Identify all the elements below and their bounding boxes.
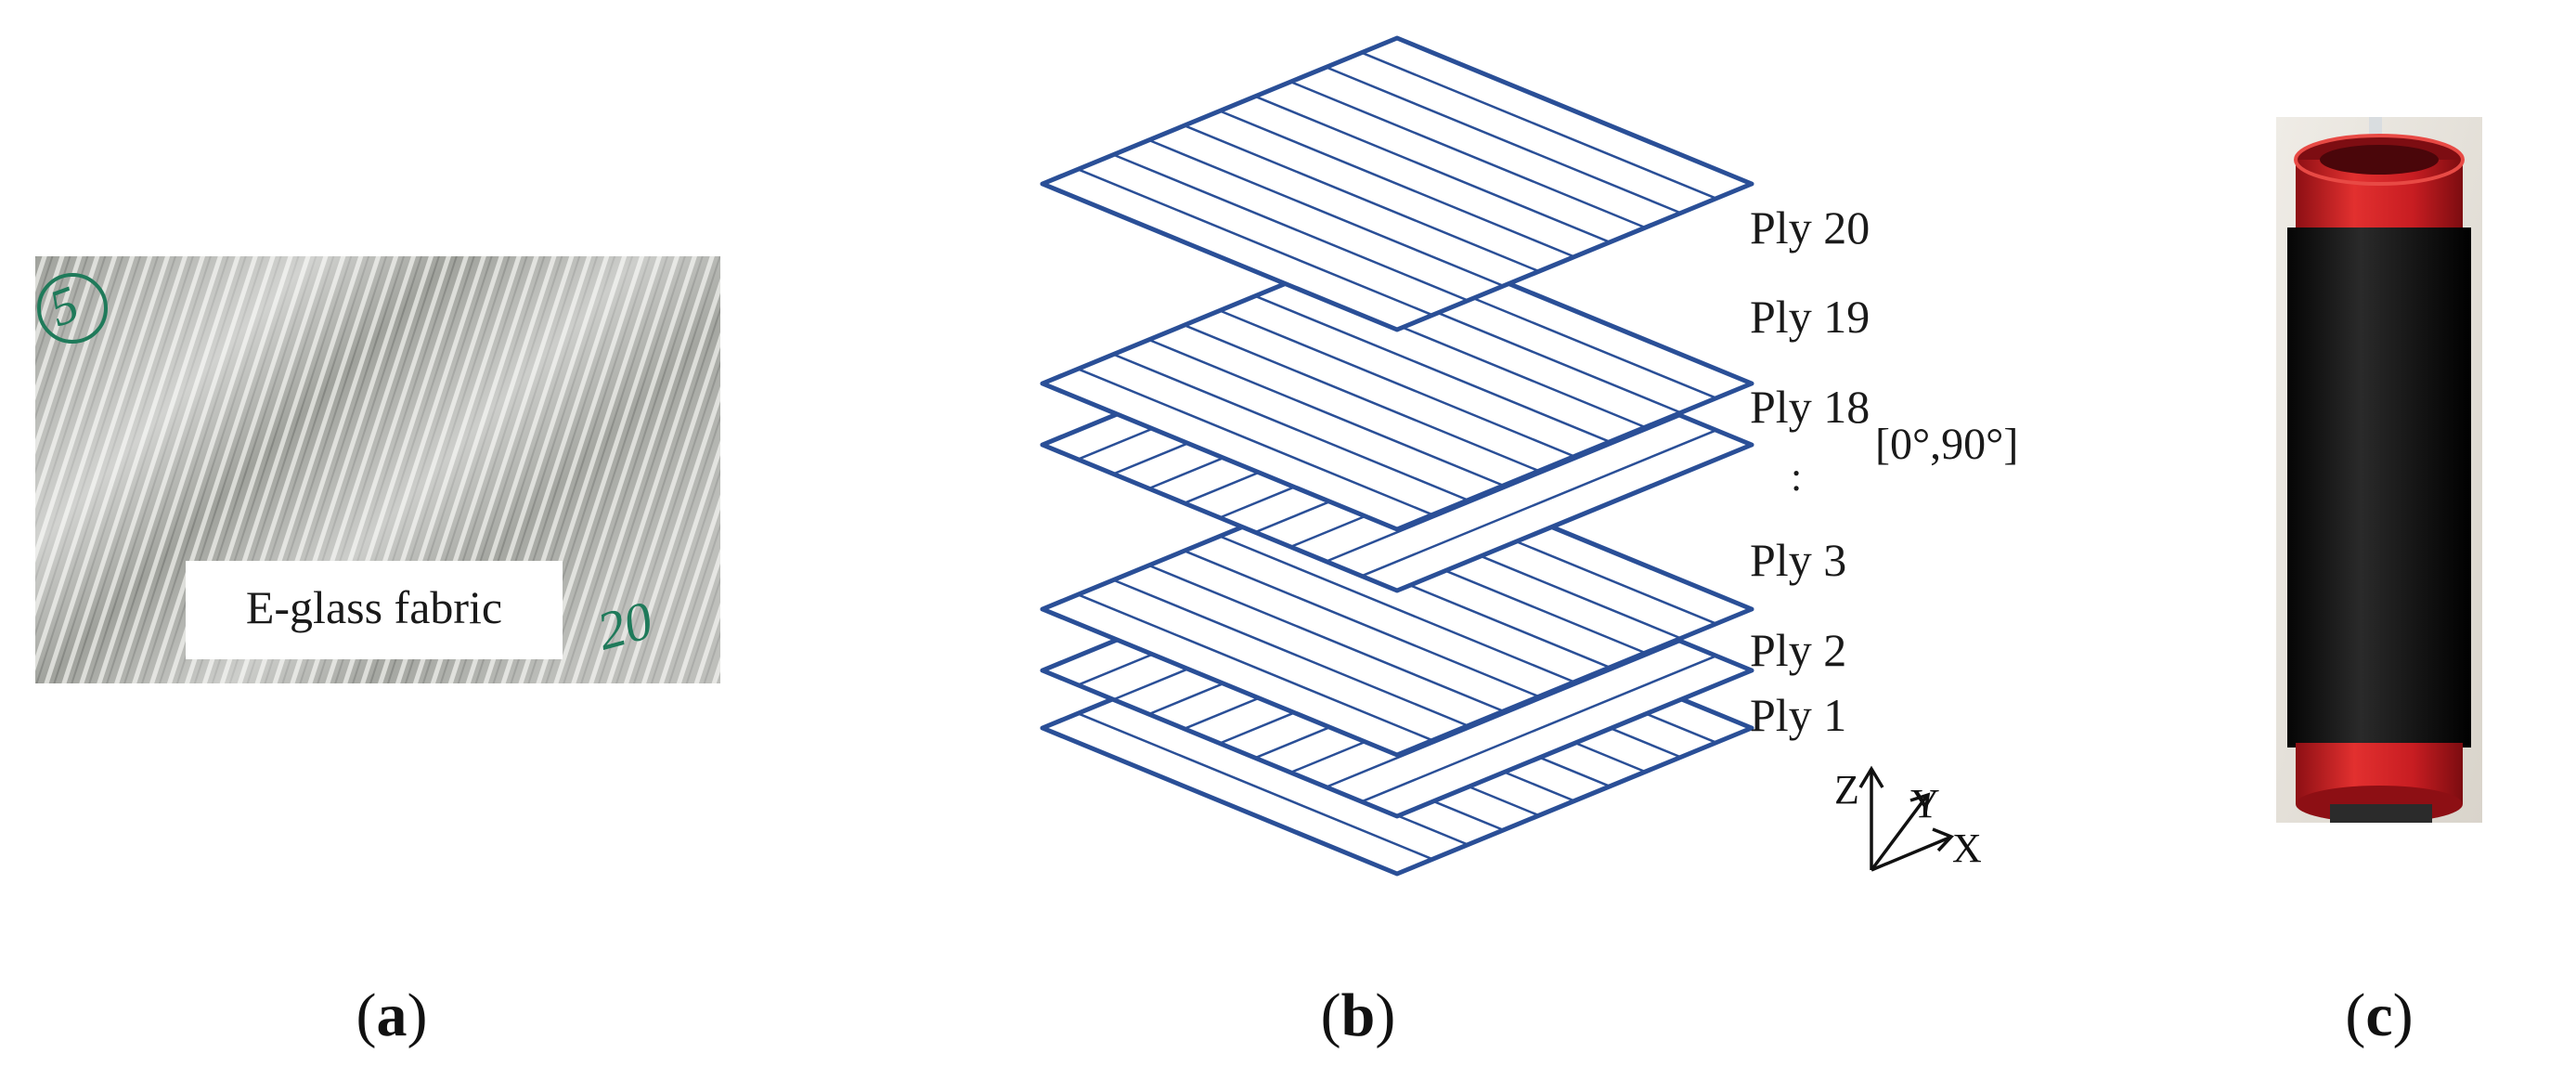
ply-fiber-line: [1148, 338, 1505, 488]
fiber-winding: [2287, 228, 2471, 748]
ply-20: [1040, 35, 1754, 332]
spool-top-hole: [2320, 145, 2439, 175]
ply-fiber-line: [1219, 309, 1575, 458]
axis-y-label: Y: [1910, 781, 1940, 826]
spool-top-rim: [2294, 134, 2465, 186]
ply-fiber-line: [1289, 80, 1646, 229]
ply-fiber-line: [1077, 712, 1433, 861]
ply-19: [1040, 235, 1754, 532]
fabric-label: E-glass fabric: [246, 581, 502, 633]
ply-label-2: Ply 2: [1750, 624, 1846, 676]
ply-fiber-line: [1254, 95, 1611, 243]
ply-fiber-line: [1361, 655, 1717, 803]
panel-c: (c): [2276, 117, 2482, 1049]
caption-b: (b): [1321, 982, 1396, 1049]
ply-fiber-line: [1148, 138, 1505, 288]
axis-x-label: X: [1952, 826, 1982, 871]
ply-fiber-line: [1184, 124, 1540, 273]
ply-fiber-line: [1254, 294, 1611, 443]
ply-fiber-line: [1077, 593, 1433, 742]
layup-notation: [0°,90°]: [1875, 420, 2018, 469]
axis-z-label: Z: [1834, 767, 1859, 812]
panel-b: Ply 20 Ply 19 Ply 18 [0°,90°] : Ply 3 Pl…: [1040, 35, 2018, 1049]
ply-fiber-line: [1077, 168, 1433, 317]
ply-label-20: Ply 20: [1750, 202, 1870, 254]
axis-triad: [1858, 765, 1955, 872]
fabric-mark-circle: [37, 273, 108, 344]
ply-fiber-line: [1148, 564, 1505, 713]
ply-fiber-line: [1361, 51, 1717, 200]
continuation-dots: :: [1791, 454, 1802, 500]
ply-fiber-line: [1219, 535, 1575, 683]
ply-label-1: Ply 1: [1750, 689, 1846, 741]
ply-fiber-line: [1077, 368, 1433, 516]
ply-fiber-line: [1219, 110, 1575, 258]
ply-fiber-line: [1361, 429, 1717, 578]
ply-label-19: Ply 19: [1750, 291, 1870, 343]
panel-a: 5 20 E-glass fabric (a): [35, 256, 720, 1049]
ply-fiber-line: [1112, 353, 1469, 501]
spool-base: [2330, 804, 2432, 823]
fabric-label-box: [186, 561, 563, 659]
ply-fiber-line: [1326, 66, 1682, 214]
ply-fiber-line: [1112, 153, 1469, 302]
ply-fiber-line: [1326, 414, 1682, 563]
ply-fiber-line: [1326, 640, 1682, 788]
caption-a: (a): [356, 982, 428, 1049]
ply-fiber-line: [1112, 578, 1469, 727]
ply-stack: [1040, 35, 1754, 877]
ply-fiber-line: [1184, 550, 1540, 698]
ply-label-3: Ply 3: [1750, 534, 1846, 586]
caption-c: (c): [2345, 982, 2413, 1049]
ply-fiber-line: [1184, 324, 1540, 473]
ply-label-18: Ply 18: [1750, 381, 1870, 433]
